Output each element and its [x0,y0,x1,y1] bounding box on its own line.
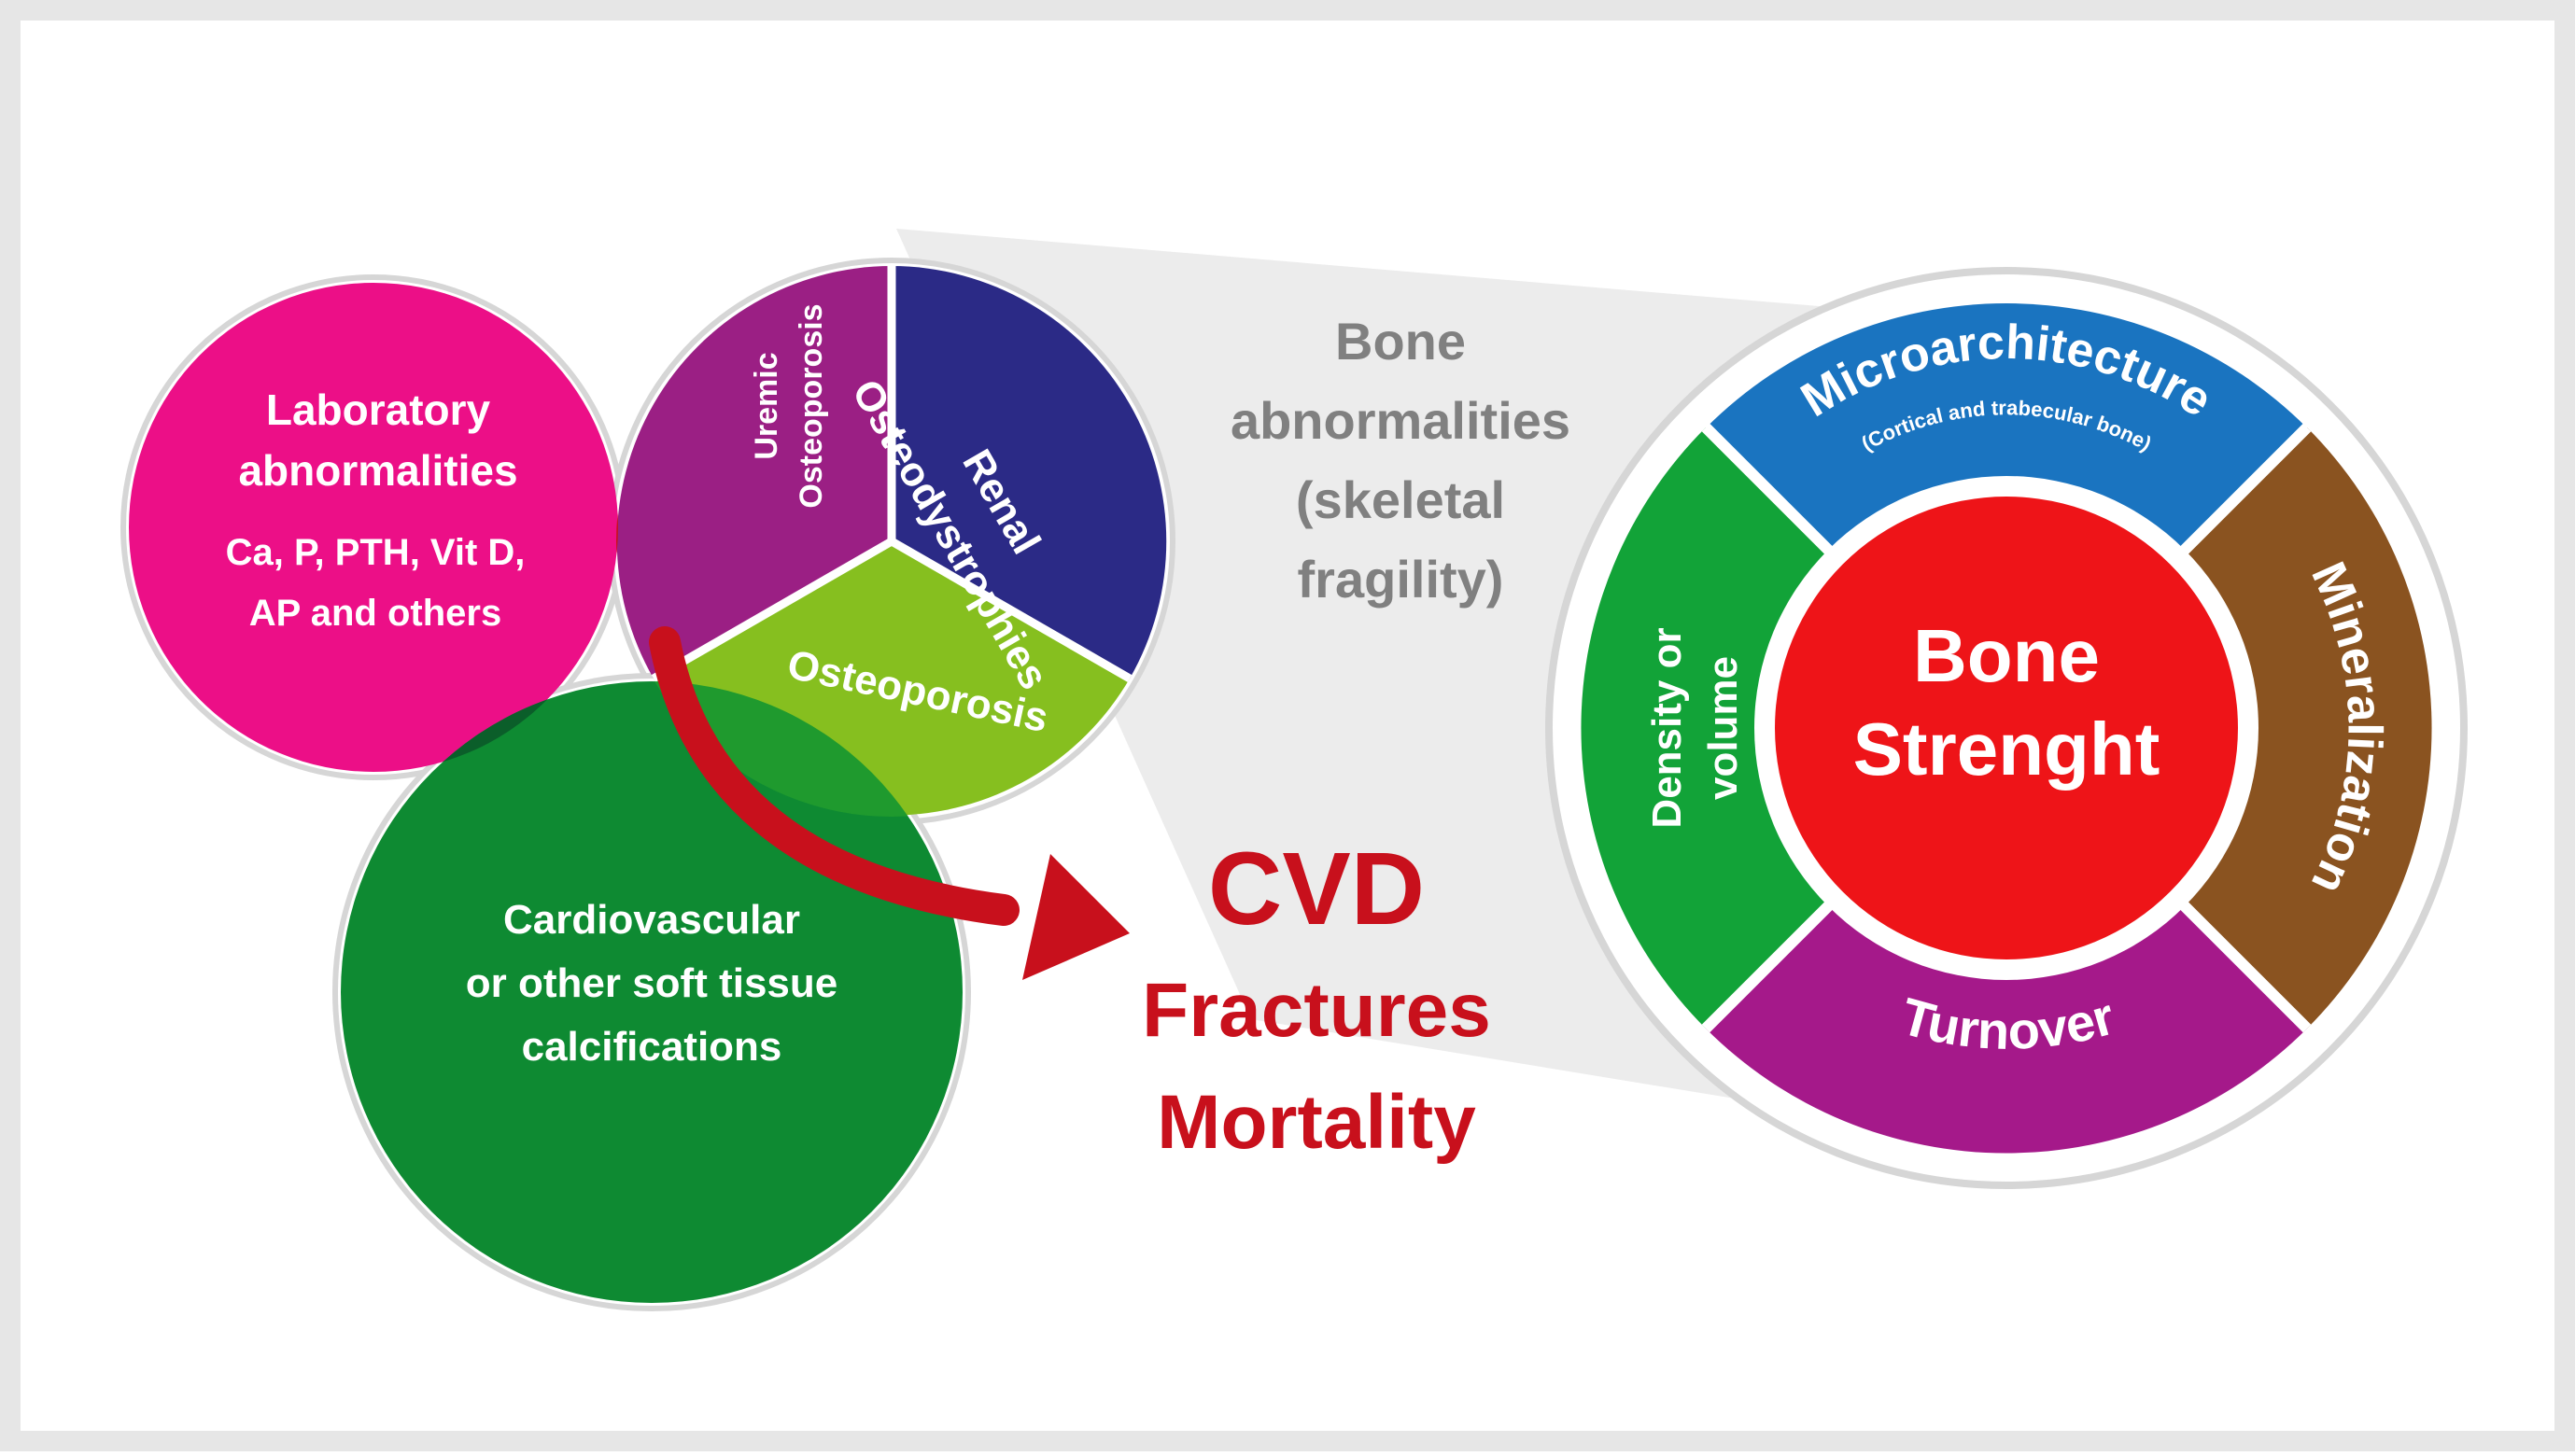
outcome-mortality: Mortality [1157,1080,1476,1165]
density-line1: Density or [1644,627,1690,828]
bone-label-line4: fragility) [1298,550,1504,609]
center-circle [1775,497,2238,959]
center-line2: Strenght [1853,707,2160,791]
outcome-cvd: CVD [1208,832,1425,946]
density-line2: volume [1700,656,1746,800]
bone-strength-wheel: Microarchitecture (Cortical and trabecul… [1545,267,2468,1189]
outcome-arrowhead [1022,854,1130,980]
cardio-line3: calcifications [522,1024,782,1070]
center-line1: Bone [1913,614,2100,697]
lab-detail-line2: AP and others [249,593,501,634]
bone-label-line1: Bone [1335,312,1466,371]
bone-label-line3: (skeletal [1296,470,1505,529]
lab-label: Laboratory abnormalities Ca, P, PTH, Vit… [226,385,526,634]
uremic-sector [616,266,892,679]
cardio-line1: Cardiovascular [503,897,800,943]
lab-circle [129,283,618,772]
lab-title-line1: Laboratory [266,385,491,434]
outcome-fractures: Fractures [1142,968,1491,1053]
bone-abnormalities-label: Bone abnormalities (skeletal fragility) [1231,312,1570,609]
cardio-line2: or other soft tissue [466,960,838,1006]
outcomes-label: CVD Fractures Mortality [1142,832,1491,1165]
uremic-line2: Osteoporosis [794,303,829,508]
bone-label-line2: abnormalities [1231,391,1570,450]
cardio-label: Cardiovascular or other soft tissue calc… [466,897,838,1070]
lab-title-line2: abnormalities [238,446,517,495]
uremic-line1: Uremic [749,352,784,459]
outcome-arrow [649,626,1020,926]
renal-sector [892,266,1167,679]
lab-detail-line1: Ca, P, PTH, Vit D, [226,532,526,573]
